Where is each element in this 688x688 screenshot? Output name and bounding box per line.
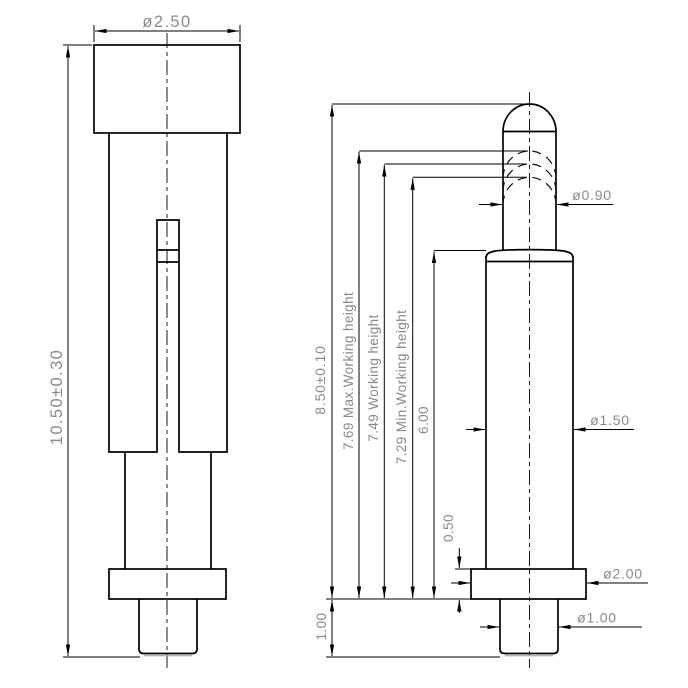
dim-barrel-height-label: 6.00 (416, 406, 431, 434)
dim-max-working-height-label: 7.69 Max.Working height (341, 292, 356, 450)
left-cap (93, 44, 241, 134)
dim-overall-height: 10.50±0.30 (48, 44, 140, 658)
dim-tail-diameter: ø1.00 (480, 610, 642, 630)
barrel-shoulder (485, 248, 574, 258)
dim-barrel-diameter-label: ø1.50 (590, 412, 630, 428)
dim-plunger-diameter-label: ø0.90 (572, 187, 612, 203)
dim-cap-diameter-label: ø2.50 (142, 13, 191, 31)
dim-tail-diameter-label: ø1.00 (577, 610, 617, 626)
left-flange (108, 568, 227, 600)
dim-flange-thickness: 0.50 (441, 514, 471, 613)
dim-barrel-diameter: ø1.50 (466, 412, 634, 432)
dim-min-working-height-label: 7.29 Min.Working height (394, 310, 409, 465)
dim-min-working-height: 7.29 Min.Working height (394, 176, 527, 599)
left-view: ø2.50 10.50±0.30 (48, 13, 241, 668)
dim-total-height: 8.50±0.10 (312, 103, 530, 599)
dim-tail-length-label: 1.00 (314, 613, 329, 641)
dim-tail-length: 1.00 (314, 599, 335, 657)
dim-working-height: 7.49 Working height (366, 163, 527, 599)
dim-flange-diameter: ø2.00 (451, 566, 648, 586)
right-tail (499, 599, 559, 655)
left-tail (138, 599, 198, 655)
right-view: 8.50±0.10 7.69 Max.Working height 7.49 W… (312, 92, 648, 668)
dim-plunger-diameter: ø0.90 (479, 187, 613, 207)
left-barrel-legs (108, 133, 228, 453)
dim-flange-thickness-label: 0.50 (441, 514, 456, 542)
dim-max-working-height: 7.69 Max.Working height (341, 150, 528, 599)
dim-working-height-label: 7.49 Working height (366, 314, 381, 441)
dim-overall-height-label: 10.50±0.30 (48, 349, 66, 445)
right-flange (470, 568, 587, 600)
dim-total-height-label: 8.50±0.10 (312, 345, 328, 414)
dim-barrel-height: 6.00 (416, 250, 486, 599)
dim-flange-diameter-label: ø2.00 (603, 566, 643, 582)
dim-cap-diameter: ø2.50 (93, 13, 241, 42)
